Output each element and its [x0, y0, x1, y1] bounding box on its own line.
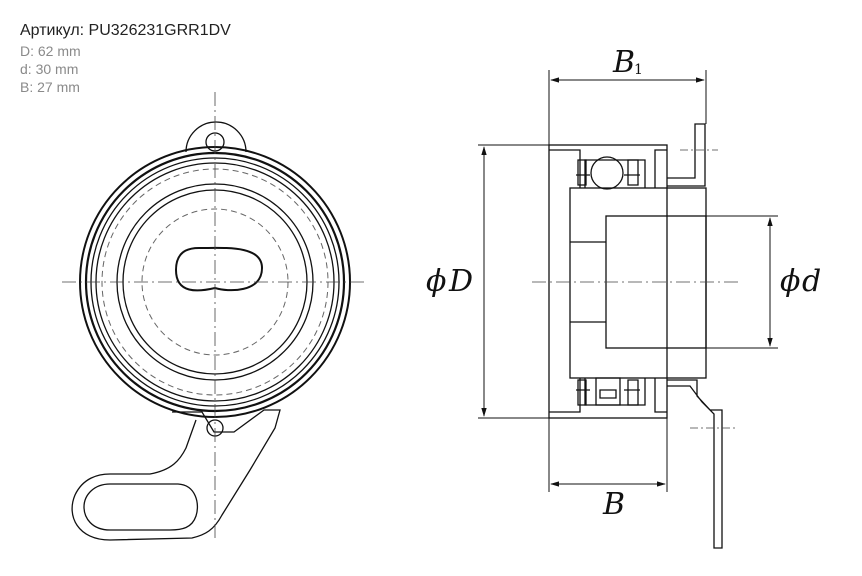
dimension-B-label: B [602, 487, 625, 522]
upper-race [549, 149, 667, 188]
dimension-b1-label: B [612, 45, 635, 80]
lower-cage [595, 377, 621, 406]
upper-bracket-plate [667, 123, 706, 187]
dimension-d-phi: ϕ [780, 264, 800, 299]
dimension-b1-subscript: 1 [634, 62, 643, 78]
section-view [532, 123, 740, 549]
outer-housing [548, 144, 668, 419]
dimension-d-label: d [802, 264, 821, 299]
top-lug [185, 121, 247, 153]
lower-race [549, 378, 667, 413]
lower-seal-left [576, 379, 590, 406]
dimension-D-label: D [448, 264, 473, 299]
eccentric-slot [174, 246, 264, 292]
spec-width: B: 27 mm [20, 79, 80, 95]
dimension-lines [478, 70, 778, 492]
front-view [62, 92, 368, 541]
lower-bracket-plate [667, 379, 723, 549]
upper-ball [590, 156, 624, 190]
spec-inner-diameter: d: 30 mm [20, 61, 79, 77]
bracket-slot [83, 483, 199, 531]
dimension-D-phi: ϕ [426, 264, 446, 299]
bracket-arm [71, 409, 281, 541]
upper-seal-right [624, 159, 640, 186]
spec-block: Артикул: PU326231GRR1DV D: 62 mm d: 30 m… [20, 20, 231, 96]
spec-outer-diameter: D: 62 mm [20, 43, 81, 59]
upper-seal-left [576, 159, 590, 186]
lower-seal-right [624, 379, 640, 406]
article-number: Артикул: PU326231GRR1DV [20, 22, 231, 39]
